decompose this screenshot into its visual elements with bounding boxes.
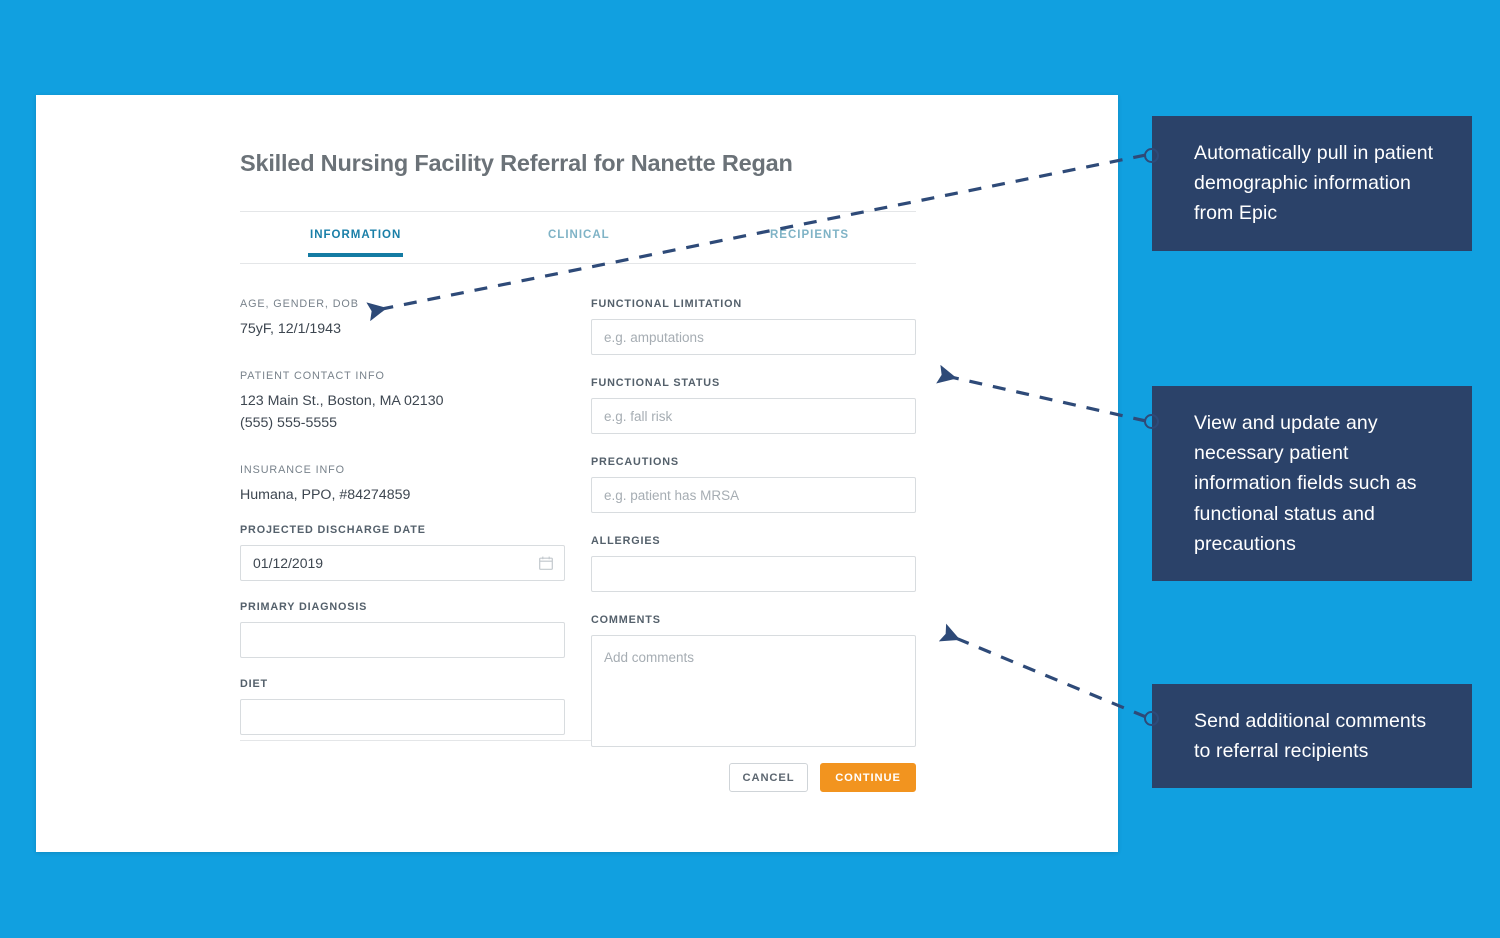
functional-limitation-label: FUNCTIONAL LIMITATION bbox=[591, 298, 742, 310]
tab-clinical[interactable]: CLINICAL bbox=[548, 229, 610, 241]
projected-discharge-date-label: PROJECTED DISCHARGE DATE bbox=[240, 524, 426, 537]
allergies-label: ALLERGIES bbox=[591, 535, 661, 547]
projected-discharge-date-input[interactable]: 01/12/2019 bbox=[240, 545, 565, 582]
annotation-text: Automatically pull in patient demographi… bbox=[1194, 142, 1434, 225]
connector-dot-icon bbox=[1144, 148, 1159, 163]
allergies-input[interactable] bbox=[591, 556, 916, 592]
field-functional-limitation: FUNCTIONAL LIMITATION e.g. amputations bbox=[591, 298, 916, 355]
referral-form: AGE, GENDER, DOB 75yF, 12/1/1943 PATIENT… bbox=[240, 298, 916, 747]
age-gender-dob-label: AGE, GENDER, DOB bbox=[240, 298, 359, 310]
form-right-column: FUNCTIONAL LIMITATION e.g. amputations F… bbox=[591, 298, 916, 767]
patient-contact-info-label: PATIENT CONTACT INFO bbox=[240, 369, 385, 382]
comments-placeholder: Add comments bbox=[604, 650, 695, 665]
field-precautions: PRECAUTIONS e.g. patient has MRSA bbox=[591, 456, 916, 513]
field-allergies: ALLERGIES bbox=[591, 535, 916, 592]
referral-form-card: Skilled Nursing Facility Referral for Na… bbox=[36, 95, 1118, 852]
field-projected-discharge-date: PROJECTED DISCHARGE DATE 01/12/2019 bbox=[240, 524, 565, 582]
connector-dot-icon bbox=[1144, 711, 1159, 726]
diet-input[interactable] bbox=[240, 699, 565, 736]
field-functional-status: FUNCTIONAL STATUS e.g. fall risk bbox=[591, 377, 916, 434]
annotation-callout-fields: View and update any necessary patient in… bbox=[1144, 386, 1472, 582]
comments-label: COMMENTS bbox=[591, 614, 661, 626]
patient-address-value: 123 Main St., Boston, MA 02130 bbox=[240, 392, 444, 409]
annotation-text: Send additional comments to referral rec… bbox=[1194, 710, 1427, 763]
tab-bar: INFORMATION CLINICAL RECIPIENTS bbox=[240, 211, 916, 264]
annotation-text: View and update any necessary patient in… bbox=[1194, 412, 1417, 555]
functional-limitation-input[interactable]: e.g. amputations bbox=[591, 319, 916, 355]
insurance-info-label: INSURANCE INFO bbox=[240, 463, 345, 476]
precautions-label: PRECAUTIONS bbox=[591, 456, 679, 468]
functional-status-input[interactable]: e.g. fall risk bbox=[591, 398, 916, 434]
info-block-contact: PATIENT CONTACT INFO 123 Main St., Bosto… bbox=[240, 370, 565, 435]
projected-discharge-date-value: 01/12/2019 bbox=[253, 555, 324, 572]
tab-information[interactable]: INFORMATION bbox=[307, 229, 404, 257]
card-content: Skilled Nursing Facility Referral for Na… bbox=[240, 150, 916, 792]
field-diet: DIET bbox=[240, 678, 565, 736]
info-block-demographics: AGE, GENDER, DOB 75yF, 12/1/1943 bbox=[240, 298, 565, 341]
tab-recipients[interactable]: RECIPIENTS bbox=[770, 229, 850, 241]
form-footer: CANCEL CONTINUE bbox=[240, 740, 916, 792]
connector-dot-icon bbox=[1144, 414, 1159, 429]
field-comments: COMMENTS Add comments bbox=[591, 614, 916, 747]
form-left-column: AGE, GENDER, DOB 75yF, 12/1/1943 PATIENT… bbox=[240, 298, 565, 755]
annotation-callout-comments: Send additional comments to referral rec… bbox=[1144, 684, 1472, 789]
diet-label: DIET bbox=[240, 678, 268, 691]
insurance-info-value: Humana, PPO, #84274859 bbox=[240, 486, 411, 503]
continue-button[interactable]: CONTINUE bbox=[820, 763, 916, 792]
field-primary-diagnosis: PRIMARY DIAGNOSIS bbox=[240, 601, 565, 659]
annotation-callout-demographics: Automatically pull in patient demographi… bbox=[1144, 116, 1472, 251]
page-title: Skilled Nursing Facility Referral for Na… bbox=[240, 150, 793, 176]
cancel-button[interactable]: CANCEL bbox=[729, 763, 808, 792]
primary-diagnosis-input[interactable] bbox=[240, 622, 565, 659]
functional-limitation-placeholder: e.g. amputations bbox=[604, 329, 704, 345]
comments-textarea[interactable]: Add comments bbox=[591, 635, 916, 747]
primary-diagnosis-label: PRIMARY DIAGNOSIS bbox=[240, 601, 368, 614]
patient-phone-value: (555) 555-5555 bbox=[240, 415, 338, 432]
functional-status-label: FUNCTIONAL STATUS bbox=[591, 377, 721, 389]
age-gender-dob-value: 75yF, 12/1/1943 bbox=[240, 321, 341, 337]
precautions-placeholder: e.g. patient has MRSA bbox=[604, 487, 740, 503]
functional-status-placeholder: e.g. fall risk bbox=[604, 408, 673, 424]
info-block-insurance: INSURANCE INFO Humana, PPO, #84274859 bbox=[240, 464, 565, 507]
precautions-input[interactable]: e.g. patient has MRSA bbox=[591, 477, 916, 513]
calendar-icon[interactable] bbox=[539, 556, 553, 571]
